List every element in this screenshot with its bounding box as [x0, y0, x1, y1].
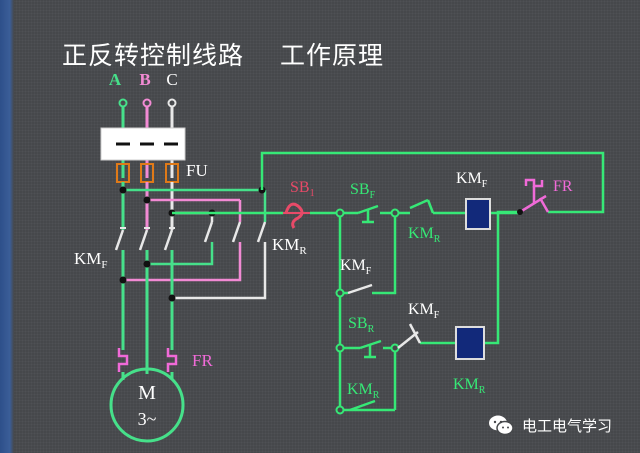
phase-label-c: C [166, 70, 177, 89]
overload-relay-label: FR [192, 351, 213, 370]
stop-button-sb1[interactable] [283, 202, 310, 229]
kmf-selfhold-contact [347, 283, 373, 295]
motor-phase-label: 3~ [138, 409, 157, 429]
motor-circle [109, 367, 185, 443]
page-title: 正反转控制线路 工作原理 [62, 36, 384, 72]
kmr-interlock-contact [409, 198, 435, 214]
thermal-overload-elements [117, 348, 178, 372]
kmf-interlock-contact [397, 323, 422, 349]
kmr-main-contacts [203, 221, 267, 243]
main-wires-motor [121, 350, 174, 380]
reverse-crossover-wires [123, 242, 267, 300]
title-main: 正反转控制线路 [62, 41, 245, 70]
coil-kmr-label: KMR [453, 376, 486, 396]
junction-dots [119, 186, 266, 302]
kmr-selfhold-contact [349, 399, 376, 412]
forward-button-label: SBF [350, 181, 376, 201]
coil-kmr [455, 326, 485, 360]
overload-contact-dot [517, 209, 523, 215]
reverse-button-sbr[interactable] [359, 339, 382, 359]
stop-button-label: SB1 [290, 179, 315, 199]
kmr-interlock-label: KMR [408, 225, 441, 245]
kmf-selfhold-label: KMF [340, 257, 372, 277]
kmr-selfhold-label: KMR [347, 381, 380, 401]
terminal-a [118, 98, 128, 108]
kmf-interlock-label: KMF [408, 301, 440, 321]
terminal-c [167, 98, 177, 108]
fuse-label: FU [186, 161, 208, 180]
forward-button-sbf[interactable] [357, 204, 379, 224]
phase-label-b: B [139, 70, 150, 89]
kmf-main-label: KMF [74, 249, 108, 271]
terminal-b [142, 98, 152, 108]
watermark: 电工电气学习 [488, 412, 612, 438]
reverse-button-label: SBR [348, 315, 375, 335]
kmr-main-label: KMR [272, 235, 307, 257]
coil-kmf-label: KMF [456, 170, 488, 190]
phase-label-a: A [109, 70, 122, 89]
watermark-text: 电工电气学习 [522, 416, 613, 435]
overload-contact-label: FR [553, 178, 573, 195]
overload-contact-fr [519, 178, 550, 214]
kmf-main-contacts [114, 229, 174, 251]
motor-label: M [138, 382, 156, 404]
reverse-branch-wires [123, 188, 267, 222]
wechat-icon [489, 415, 514, 436]
title-sub: 工作原理 [280, 41, 385, 70]
left-accent-stripe [0, 0, 14, 453]
coil-kmf [465, 198, 491, 230]
control-junction-dots [335, 208, 400, 415]
control-circuit-wires [172, 151, 605, 412]
